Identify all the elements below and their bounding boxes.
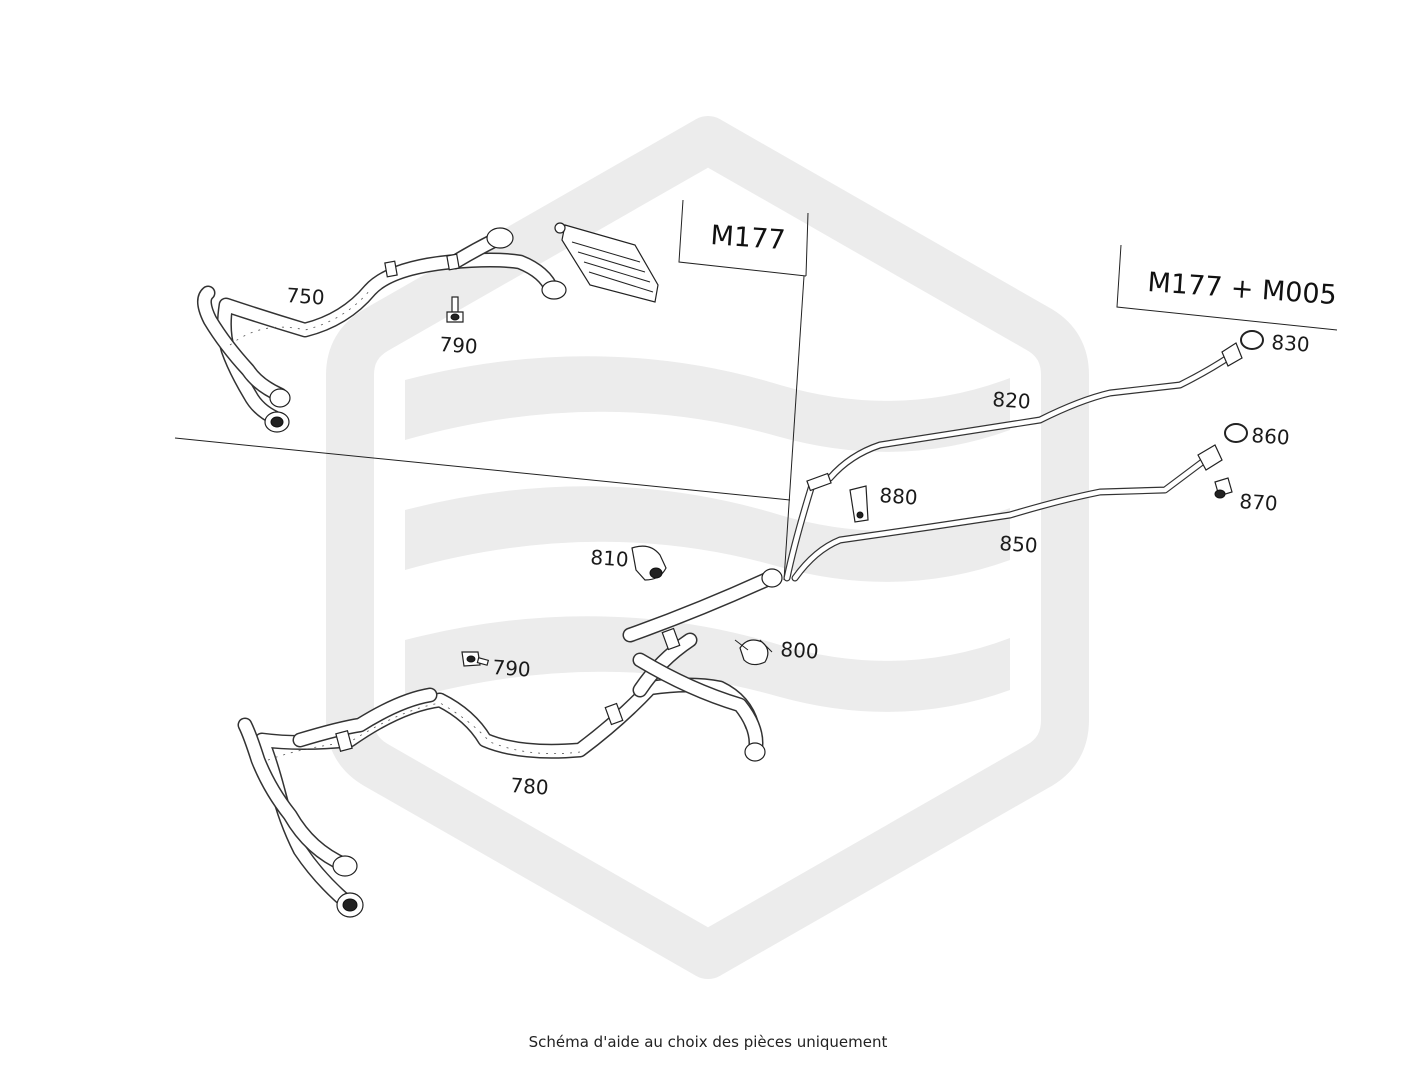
callout-820: 820 [992, 387, 1032, 414]
clip-800 [734, 639, 773, 666]
callout-labels: 750 790 790 780 800 810 820 830 850 860 … [286, 283, 1311, 800]
o-ring-830 [1240, 330, 1264, 350]
pipe-820 [783, 342, 1243, 582]
hose-750-assembly [197, 227, 567, 433]
hose-780-assembly [237, 568, 783, 918]
diagram-caption: Schéma d'aide au choix des pièces unique… [528, 1033, 888, 1051]
callout-850: 850 [999, 531, 1039, 558]
bolt-790-upper [446, 296, 464, 323]
callout-880: 880 [879, 483, 919, 510]
callout-780: 780 [510, 773, 550, 800]
pipe-850 [791, 444, 1223, 582]
callout-830: 830 [1271, 330, 1311, 357]
callout-790-lower: 790 [492, 655, 532, 682]
bolt-870 [1214, 477, 1233, 499]
callout-790-upper: 790 [439, 332, 479, 359]
group-label-m177-m005: M177 + M005 [1147, 267, 1338, 311]
bolt-790-lower [461, 651, 490, 667]
bracket-810 [631, 545, 667, 581]
callout-800: 800 [780, 637, 820, 664]
callout-810: 810 [590, 545, 630, 572]
watermark-logo [326, 116, 1089, 979]
callout-750: 750 [286, 283, 326, 310]
group-label-m177: M177 [710, 220, 787, 256]
oil-cooler [554, 222, 659, 303]
variant-separator-lines [174, 199, 1338, 581]
callout-870: 870 [1239, 489, 1279, 516]
bracket-880 [849, 485, 869, 523]
callout-860: 860 [1251, 423, 1291, 450]
o-ring-860 [1224, 423, 1248, 443]
